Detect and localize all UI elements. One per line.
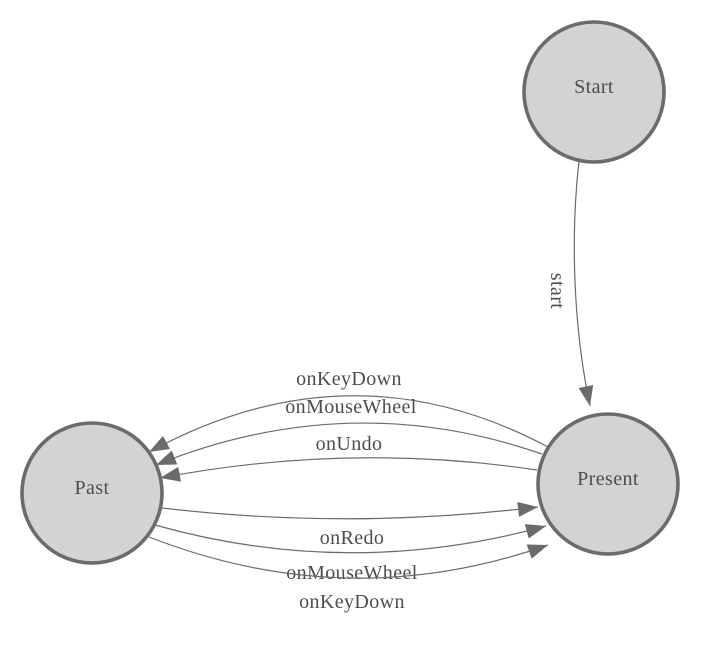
state-circle-start [522,20,666,164]
state-label: Start [574,76,614,98]
transition-label: onUndo [316,433,383,455]
transition-label: onMouseWheel [286,562,417,584]
transition-edge-present-to-past [148,395,549,453]
state-label: Past [75,477,110,499]
state-node-past: Past [20,421,164,565]
state-label: Present [577,468,639,490]
state-circle-past [20,421,164,565]
transition-label: onKeyDown [296,368,402,390]
transition-edge-past-to-present [154,524,547,554]
transition-edge-past-to-present [161,501,539,520]
transition-label: onRedo [320,527,385,549]
transition-edge-start-to-present [573,160,594,407]
state-node-present: Present [536,412,680,556]
transition-edge-present-to-past [159,457,538,482]
transition-label: onMouseWheel [285,396,416,418]
state-node-start: Start [522,20,666,164]
transition-label: onKeyDown [299,591,405,613]
transition-label: start [546,273,568,309]
transition-edge-past-to-present [148,536,549,579]
state-circle-present [536,412,680,556]
transition-edge-present-to-past [155,422,543,466]
